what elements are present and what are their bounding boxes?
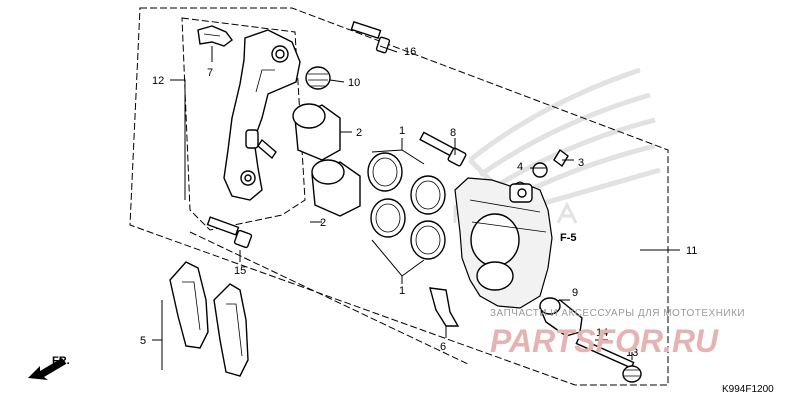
caliper-assembly-outline [129,7,669,386]
pin-boot [305,66,331,90]
callout-1-lower: 1 [399,285,405,297]
leader-lines [152,45,680,370]
reference-label: F-5 [560,232,577,244]
callout-12: 12 [152,75,164,87]
mounting-bolt-lower [206,216,253,249]
callout-4: 4 [517,161,523,173]
diagram-code: K994F1200 [722,384,774,395]
callout-2-upper: 2 [356,127,362,139]
front-label: FR. [52,355,70,367]
bracket-pin [257,138,277,160]
callout-6: 6 [440,341,446,353]
pad-pin [575,337,635,369]
callout-11: 11 [686,245,697,257]
caliper-piston-upper [292,103,341,161]
callout-10: 10 [348,77,360,89]
watermark-tagline: ЗАПЧАСТИ И АКСЕССУАРЫ ДЛЯ МОТОТЕХНИКИ [490,308,745,319]
callout-2-lower: 2 [320,217,326,229]
pad-spring [429,287,460,327]
mounting-bolt-upper [350,20,391,54]
callout-5: 5 [140,335,146,347]
caliper-body [454,177,553,309]
pin-plug [622,365,642,383]
pad-guide-line [189,231,471,366]
callout-labels: 16 10 2 2 1 1 8 4 3 F-5 11 9 14 13 6 7 1… [140,46,697,359]
callout-3: 3 [578,157,584,169]
caliper-slide-pin [419,131,467,167]
caliper-piston-lower [311,159,361,217]
bleeder-valve [532,148,569,178]
front-arrow-icon [28,358,66,380]
caliper-bracket [223,29,301,201]
callout-1-upper: 1 [399,125,405,137]
callout-15: 15 [234,265,246,277]
pad-group-outline [181,17,306,231]
piston-seals [367,152,446,260]
callout-7: 7 [207,67,213,79]
pin-boot-lower [539,297,583,337]
callout-14: 14 [596,327,608,339]
callout-8: 8 [450,127,456,139]
brake-pad-set [169,261,249,377]
pad-spring-clip [197,25,233,47]
front-direction-indicator: FR. [28,355,70,380]
callout-13: 13 [626,347,638,359]
site-watermark: ЗАПЧАСТИ И АКСЕССУАРЫ ДЛЯ МОТОТЕХНИКИ PA… [490,308,745,359]
callout-16: 16 [404,46,416,58]
watermark-brand: PARTSFOR.RU [490,323,719,359]
callout-9: 9 [572,287,578,299]
